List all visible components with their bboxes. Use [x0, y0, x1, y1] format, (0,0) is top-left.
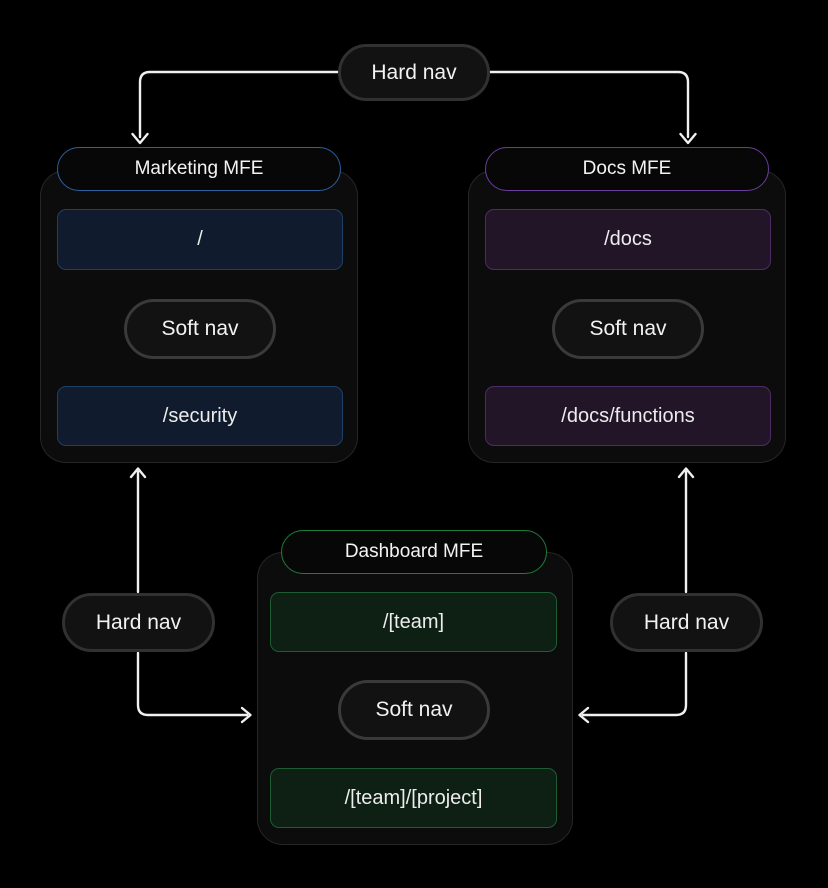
route-box-docs-functions: /docs/functions [485, 386, 771, 446]
route-box-docs: /docs [485, 209, 771, 270]
arrow-leftnav-to-marketing [129, 467, 147, 594]
route-box-dashboard-project: /[team]/[project] [270, 768, 557, 828]
hard-nav-pill-left: Hard nav [62, 593, 215, 652]
route-box-dashboard-team: /[team] [270, 592, 557, 652]
hard-nav-pill-top: Hard nav [338, 44, 490, 101]
arrow-rightnav-to-dashboard [578, 651, 688, 724]
hard-nav-pill-right: Hard nav [610, 593, 763, 652]
mfe-title-dashboard: Dashboard MFE [281, 530, 547, 574]
arrow-topnav-to-docs [488, 70, 697, 145]
soft-nav-pill-dashboard: Soft nav [338, 680, 490, 740]
arrow-topnav-to-marketing [131, 70, 340, 145]
route-box-marketing-root: / [57, 209, 343, 270]
arrow-rightnav-to-docs [677, 467, 695, 594]
soft-nav-pill-docs: Soft nav [552, 299, 704, 359]
mfe-title-marketing: Marketing MFE [57, 147, 341, 191]
arrow-leftnav-to-dashboard [136, 651, 252, 724]
route-box-marketing-security: /security [57, 386, 343, 446]
mfe-title-docs: Docs MFE [485, 147, 769, 191]
soft-nav-pill-marketing: Soft nav [124, 299, 276, 359]
